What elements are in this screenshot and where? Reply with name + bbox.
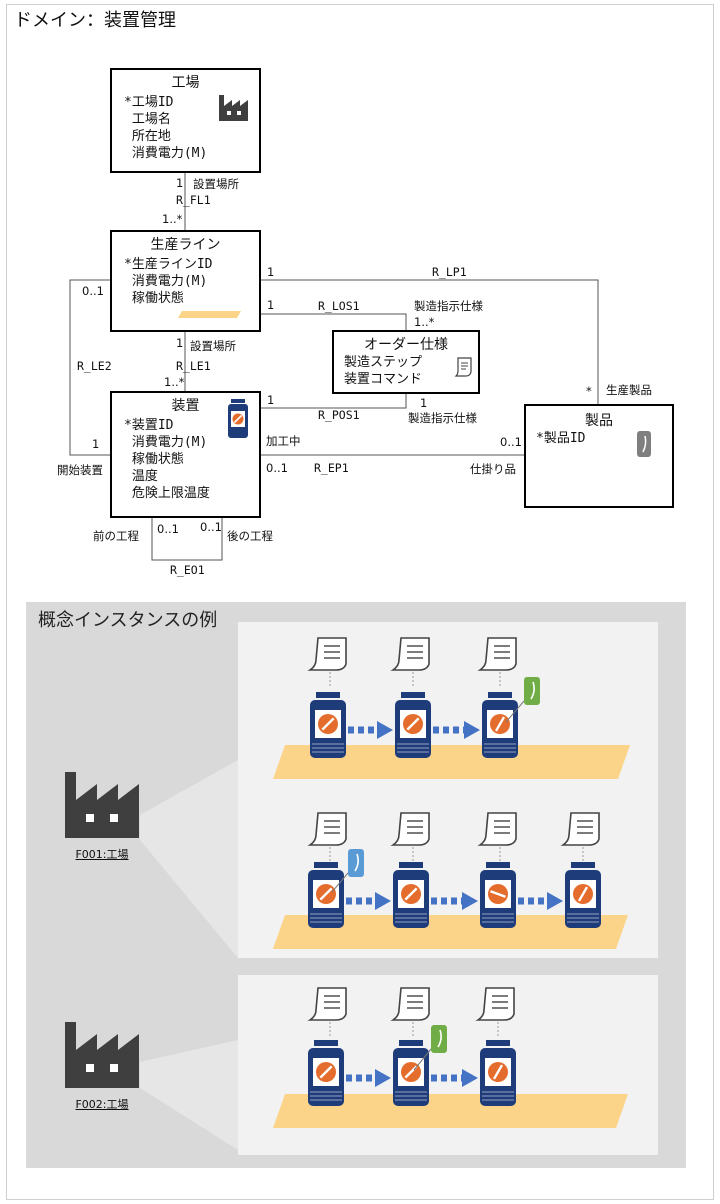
product-can-icon: [331, 849, 364, 893]
order-spec-doc-icon: [390, 812, 430, 863]
entity-device[interactable]: 装置 *装置ID 消費電力(M) 稼働状態 温度 危険上限温度: [110, 391, 261, 518]
r-le1-many: 1..*: [164, 375, 185, 389]
product-can-icon: [505, 677, 540, 723]
r-fl1-one: 1: [176, 176, 184, 190]
r-ep1-right-mult: 0..1: [500, 435, 522, 449]
entity-line-name: 生産ライン: [150, 237, 221, 253]
r-ep1-left-role: 加工中: [266, 434, 301, 448]
order-spec-doc-icon: [560, 812, 600, 863]
r-le2-name: R_LE2: [77, 359, 112, 373]
entity-product[interactable]: 製品 *製品ID: [524, 404, 674, 508]
device-instance-icon: [308, 1040, 344, 1106]
f001-label[interactable]: F001:工場: [75, 848, 129, 861]
device-instance-icon: [480, 862, 516, 928]
factory-icon: [219, 95, 248, 121]
r-eo1-name: R_EO1: [170, 563, 205, 577]
entity-device-name: 装置: [171, 398, 200, 414]
process-flow-arrow: [346, 1069, 391, 1087]
factory-icon-f001: [65, 772, 139, 838]
entity-production-line[interactable]: 生産ライン *生産ラインID 消費電力(M) 稼働状態: [110, 230, 261, 332]
r-eo1-right-role: 後の工程: [227, 529, 273, 543]
r-le1-one: 1: [176, 336, 184, 350]
entity-order-spec[interactable]: オーダー仕様 製造ステップ 装置コマンド: [332, 330, 480, 394]
conveyor-belt: [273, 745, 630, 779]
r-pos1-many: 1: [420, 396, 428, 410]
process-flow-arrow: [431, 892, 478, 910]
r-eo1-left-mult: 0..1: [157, 522, 179, 536]
r-lp1-one: 1: [267, 265, 275, 279]
conveyor-icon: [178, 311, 241, 318]
r-lp1-many: *: [586, 384, 592, 398]
entity-factory-name: 工場: [171, 75, 200, 91]
r-pos1-one: 1: [267, 393, 275, 407]
r-los1-role: 製造指示仕様: [414, 299, 483, 313]
order-spec-doc-icon: [477, 812, 517, 863]
r-le2-role: 開始装置: [57, 463, 103, 477]
document-icon: [454, 357, 472, 377]
domain-title: ドメイン：装置管理: [14, 10, 176, 31]
r-le1-name: R_LE1: [176, 359, 211, 373]
entity-product-attrs: *製品ID: [536, 431, 586, 446]
device-instance-icon: [395, 692, 431, 758]
order-spec-doc-icon: [307, 637, 347, 688]
f002-label[interactable]: F002:工場: [75, 1098, 129, 1111]
process-flow-arrow: [346, 892, 391, 910]
device-instance-icon: [310, 692, 346, 758]
process-flow-arrow: [431, 1069, 478, 1087]
entity-factory[interactable]: 工場 *工場ID 工場名 所在地 消費電力(M): [110, 68, 261, 173]
entity-order-attrs: 製造ステップ 装置コマンド: [344, 355, 423, 387]
device-instance-icon: [393, 862, 429, 928]
order-spec-doc-icon: [390, 637, 430, 688]
page-frame: [6, 4, 714, 1200]
r-ep1-name: R_EP1: [314, 461, 349, 475]
device-instance-icon: [308, 862, 344, 928]
r-eo1-left-role: 前の工程: [93, 529, 139, 543]
entity-factory-attrs: *工場ID 工場名 所在地 消費電力(M): [124, 95, 208, 161]
entity-order-name: オーダー仕様: [364, 337, 448, 353]
entity-line-attrs: *生産ラインID 消費電力(M) 稼働状態: [124, 257, 213, 306]
conveyor-belt: [273, 915, 628, 949]
r-le1-role: 設置場所: [190, 339, 236, 353]
r-los1-one: 1: [267, 298, 275, 312]
r-lp1-role: 生産製品: [606, 383, 652, 397]
r-los1-name: R_LOS1: [318, 299, 360, 313]
diagram-connectors: [69, 173, 599, 561]
device-instance-icon: [482, 692, 518, 758]
entity-product-name: 製品: [585, 413, 613, 429]
device-instance-icon: [565, 862, 601, 928]
r-le2-one: 0..1: [82, 284, 104, 298]
r-fl1-role: 設置場所: [193, 177, 239, 191]
device-icon: [228, 399, 248, 438]
order-spec-doc-icon: [307, 812, 347, 863]
r-eo1-right-mult: 0..1: [200, 520, 222, 534]
r-ep1-left-mult: 0..1: [266, 461, 288, 475]
r-los1-many: 1..*: [414, 315, 435, 329]
r-lp1-name: R_LP1: [432, 265, 467, 279]
product-can-icon: [413, 1025, 447, 1071]
conveyor-belt: [273, 1094, 628, 1128]
device-instance-icon: [480, 1040, 516, 1106]
order-spec-doc-icon: [477, 637, 517, 688]
can-icon: [637, 431, 651, 457]
r-le2-many: 1: [92, 437, 100, 451]
instance-panel-title: 概念インスタンスの例: [38, 610, 218, 631]
entity-device-attrs: *装置ID 消費電力(M) 稼働状態 温度 危険上限温度: [124, 418, 210, 501]
process-flow-arrow: [518, 892, 563, 910]
r-ep1-right-role: 仕掛り品: [470, 462, 516, 476]
r-pos1-role: 製造指示仕様: [408, 411, 477, 425]
device-instance-icon: [393, 1040, 429, 1106]
order-spec-doc-icon: [307, 987, 347, 1038]
r-pos1-name: R_POS1: [318, 408, 360, 422]
r-fl1-name: R_FL1: [176, 193, 211, 207]
order-spec-doc-icon: [390, 987, 430, 1038]
r-fl1-many: 1..*: [162, 212, 183, 226]
factory-icon-f002: [65, 1022, 139, 1088]
process-flow-arrow: [433, 721, 480, 739]
order-spec-doc-icon: [475, 987, 515, 1038]
process-flow-arrow: [348, 721, 393, 739]
